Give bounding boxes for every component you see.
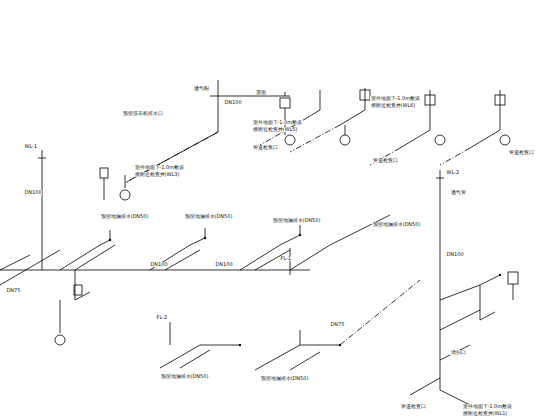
- pipe-label: 室外地面下-1.0m敷设: [252, 120, 303, 125]
- pipe-label: 管道检查口: [372, 158, 398, 163]
- pipe-label: 室外地面下-1.0m敷设: [134, 165, 185, 170]
- pipe-label: 管道检查口: [400, 404, 426, 409]
- pipe-label: DN100: [446, 252, 464, 257]
- pipe-label: 管道检查口: [508, 150, 534, 155]
- pipe-label: DN75: [330, 322, 345, 327]
- pipe-label: DN100: [150, 262, 168, 267]
- pipe-label: 室外地面下-1.0m敷设: [462, 404, 513, 409]
- pipe-label: 接附近检查井(WL1): [462, 411, 508, 416]
- pipe-label: 接附近检查井(WL5): [252, 127, 298, 132]
- pipe-label: 管道检查口: [252, 145, 278, 150]
- pipe-label: 接附近检查井(WL6): [370, 103, 416, 108]
- pipe-label: WL-1: [24, 144, 38, 149]
- pipe-label: 预留地漏排水(DN50): [160, 374, 209, 379]
- pipe-label: 通气管: [450, 190, 466, 195]
- pipe-label: WL-2: [446, 170, 460, 175]
- pipe-label: DN100: [215, 262, 233, 267]
- pipe-label: 预留地漏排水(DN50): [184, 214, 233, 219]
- pipe-label: FL-1: [280, 256, 292, 261]
- pipe-label: DN100: [24, 190, 42, 195]
- pipe-label: FL-2: [156, 315, 168, 320]
- pipe-label: 预留地漏排水(DN50): [100, 214, 149, 219]
- pipe-label: 接附近检查井(WL3): [134, 172, 180, 177]
- pipe-label: 预留地漏排水(DN50): [260, 376, 309, 381]
- pipe-label: 清扫口: [450, 350, 466, 355]
- pipe-label: DN75: [6, 288, 21, 293]
- pipe-label: 预留洗衣机排水口: [122, 111, 163, 116]
- pipe-label: 室外地面下-1.0m敷设: [370, 96, 421, 101]
- pipe-label: 预留地漏排水(DN50): [272, 218, 321, 223]
- pipe-label: DN100: [224, 100, 242, 105]
- pipe-label: 屋面: [255, 90, 266, 95]
- pipe-label: 预留地漏排水(DN50): [372, 222, 421, 227]
- pipe-label: 通气帽: [193, 86, 209, 91]
